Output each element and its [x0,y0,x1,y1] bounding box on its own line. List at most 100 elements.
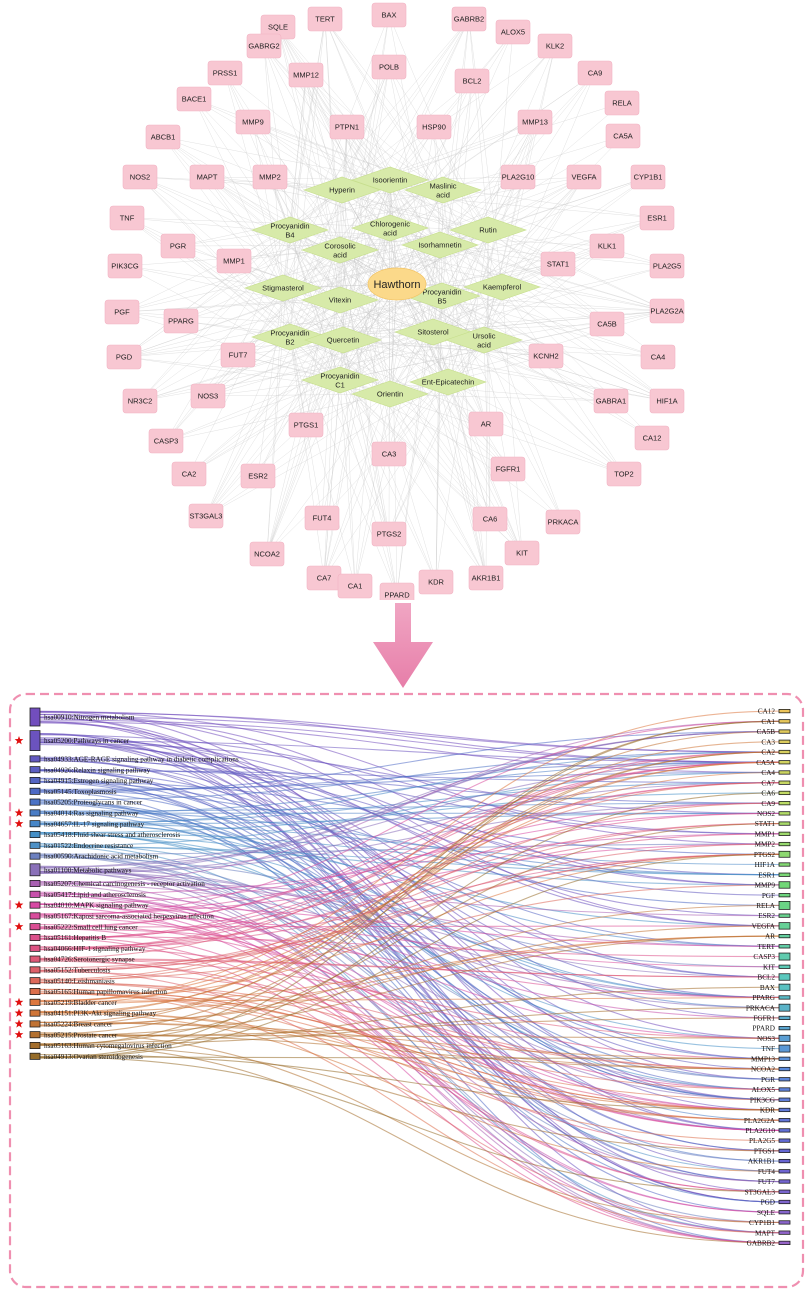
sankey-link [39,904,780,1027]
compound-label: acid [436,191,450,200]
gene-label: CA6 [761,790,775,798]
pathway-item: hsa05222:Small cell lung cancer [14,922,138,931]
target-label: KIT [516,549,528,558]
pathway-label: hsa04066:HIF-1 signaling pathway [44,945,146,953]
gene-box [778,760,791,765]
target-node: CA1 [337,573,373,599]
gene-item: PPARG [752,994,791,1002]
sankey-link [39,884,780,981]
gene-box [778,729,791,734]
pathway-box [29,830,41,838]
network-edge [389,393,487,579]
gene-item: PPARD [752,1025,791,1033]
target-node: VEGFA [566,164,602,190]
compound-label: Ent-Epicatechin [422,378,475,387]
target-label: FGFR1 [496,465,521,474]
target-node: GABRG2 [246,33,282,59]
target-node: FUT4 [304,505,340,531]
gene-label: BCL2 [757,974,775,982]
gene-box [778,770,791,775]
gene-box [778,780,791,785]
network-edge [289,336,356,587]
target-node: CA6 [472,506,508,532]
gene-item: CA4 [761,769,791,777]
star-icon [14,736,24,745]
sankey-link [39,758,780,1131]
compound-label: B2 [285,338,294,347]
gene-item: ESR2 [758,912,791,920]
network-edge [501,286,625,475]
target-label: PLA2G2A [650,307,683,316]
network-edge [339,126,348,301]
compound-node: Rutin [449,216,527,244]
network-edge [323,379,341,579]
target-label: SQLE [268,23,288,32]
network-edge [501,286,523,554]
pathway-label: hsa05161:Hepatitis B [44,934,106,942]
pathway-label: hsa01100:Metabolic pathways [44,866,132,874]
gene-label: KIT [763,963,776,971]
pathway-box [29,787,41,795]
network-edge [205,227,391,517]
target-label: CA6 [483,515,498,524]
target-node: MMP13 [517,109,553,135]
gene-box [778,831,791,836]
target-label: MMP1 [223,257,245,266]
target-node: PTPN1 [329,114,365,140]
sankey-link [39,759,780,1070]
target-label: CA3 [382,450,397,459]
compound-label: Ursolic [473,332,496,341]
target-label: AKR1B1 [472,574,501,583]
pathway-label: hsa05165:Human papillomavirus infection [44,988,167,996]
network-edge [205,381,449,517]
network-edge [339,379,487,579]
sankey-link [39,771,780,790]
network-edge [501,176,585,288]
target-node: PLA2G5 [649,253,685,279]
gene-box [778,811,791,816]
hub-node: Hawthorn [367,267,427,301]
target-label: FUT4 [313,514,332,523]
target-node: KLK1 [589,233,625,259]
compound-node: Vitexin [301,286,379,314]
gene-item: TERT [757,943,791,951]
network-edge [487,229,491,520]
gene-label: CA5B [757,728,776,736]
sankey-link [39,711,780,763]
target-node: ALOX5 [495,19,531,45]
gene-item: STAT1 [755,820,791,828]
pathway-label: hsa05224:Breast cancer [44,1021,113,1029]
target-node: CA12 [634,425,670,451]
gene-item: CA5B [757,728,791,736]
network-edge [237,295,443,356]
target-node: ST3GAL3 [188,503,224,529]
gene-label: PGD [761,1199,775,1207]
network-edge [339,283,398,381]
network-edge [432,310,668,333]
network-edge [388,14,503,288]
sankey-link [39,833,780,949]
gene-label: KDR [760,1107,775,1115]
pathway-box [29,809,41,817]
gene-label: PTGS1 [754,1147,776,1155]
network-edge [165,229,291,442]
gene-box [778,1015,791,1021]
pathway-item: hsa05205:Proteoglycans in cancer [29,798,143,807]
target-node: BCL2 [454,68,490,94]
network-edge [339,379,390,535]
pathway-box [29,730,41,751]
gene-label: NOS3 [757,1035,775,1043]
sankey-link [39,946,780,1060]
gene-item: BAX [760,983,791,992]
gene-item: AKR1B1 [748,1158,791,1166]
pathway-label: hsa05145:Toxoplasmosis [44,788,117,796]
gene-item: FUT4 [758,1168,791,1176]
sankey-link [39,989,780,1111]
target-label: PRKACA [548,518,579,527]
target-node: CYP1B1 [630,164,666,190]
gene-label: PPARD [752,1025,775,1033]
network-edge [206,176,284,289]
target-label: ESR1 [647,214,667,223]
compound-node: Isoorientin [351,166,429,194]
sankey-link [39,720,780,1046]
